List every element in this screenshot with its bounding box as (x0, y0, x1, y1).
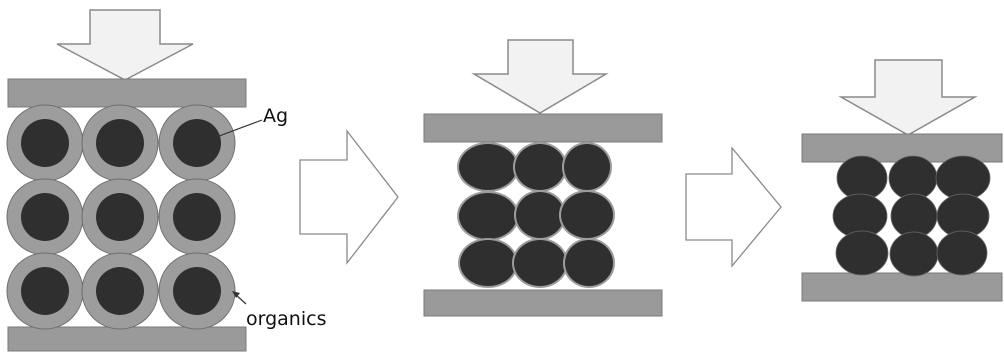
silver-core (460, 240, 516, 286)
organics-leader-arrowhead (232, 291, 240, 298)
silver-core (459, 193, 517, 239)
silver-core (836, 155, 888, 201)
silver-core (21, 267, 69, 315)
step-arrow-2 (685, 146, 782, 268)
stage-1: Ag organics (6, 9, 326, 352)
silver-core (173, 119, 221, 167)
stage-2 (423, 39, 663, 317)
organics-label: organics (246, 308, 326, 330)
particle-grid-3 (832, 155, 991, 277)
silver-core (515, 144, 565, 190)
silver-core (835, 230, 889, 276)
step-arrow-1 (299, 129, 399, 265)
silver-core (96, 267, 144, 315)
silver-core (935, 155, 991, 201)
silver-core (96, 119, 144, 167)
silver-core (889, 231, 939, 277)
top-plate-2 (423, 113, 663, 143)
silver-core (564, 144, 610, 190)
silver-core (173, 267, 221, 315)
silver-core (888, 155, 938, 201)
bottom-plate-3 (801, 272, 1003, 302)
silver-core (565, 240, 613, 286)
particle-grid-2 (457, 142, 615, 288)
silver-core (173, 193, 221, 241)
particle-grid-1 (6, 104, 236, 330)
press-arrow-1 (56, 9, 194, 81)
press-arrow-2 (471, 39, 609, 114)
silver-core (936, 230, 988, 276)
silver-core (890, 193, 938, 239)
silver-core (516, 192, 564, 238)
bottom-plate-2 (423, 289, 663, 317)
ag-leader-line (202, 119, 263, 143)
stage-3 (801, 59, 1003, 302)
silver-core (21, 193, 69, 241)
top-plate-1 (7, 78, 247, 108)
silver-core (459, 144, 517, 190)
ag-label: Ag (263, 105, 288, 127)
silver-core (561, 192, 613, 238)
press-arrow-3 (838, 59, 978, 136)
silver-core (96, 193, 144, 241)
silver-core (21, 119, 69, 167)
silver-core (514, 240, 566, 286)
bottom-plate-1 (7, 326, 247, 352)
